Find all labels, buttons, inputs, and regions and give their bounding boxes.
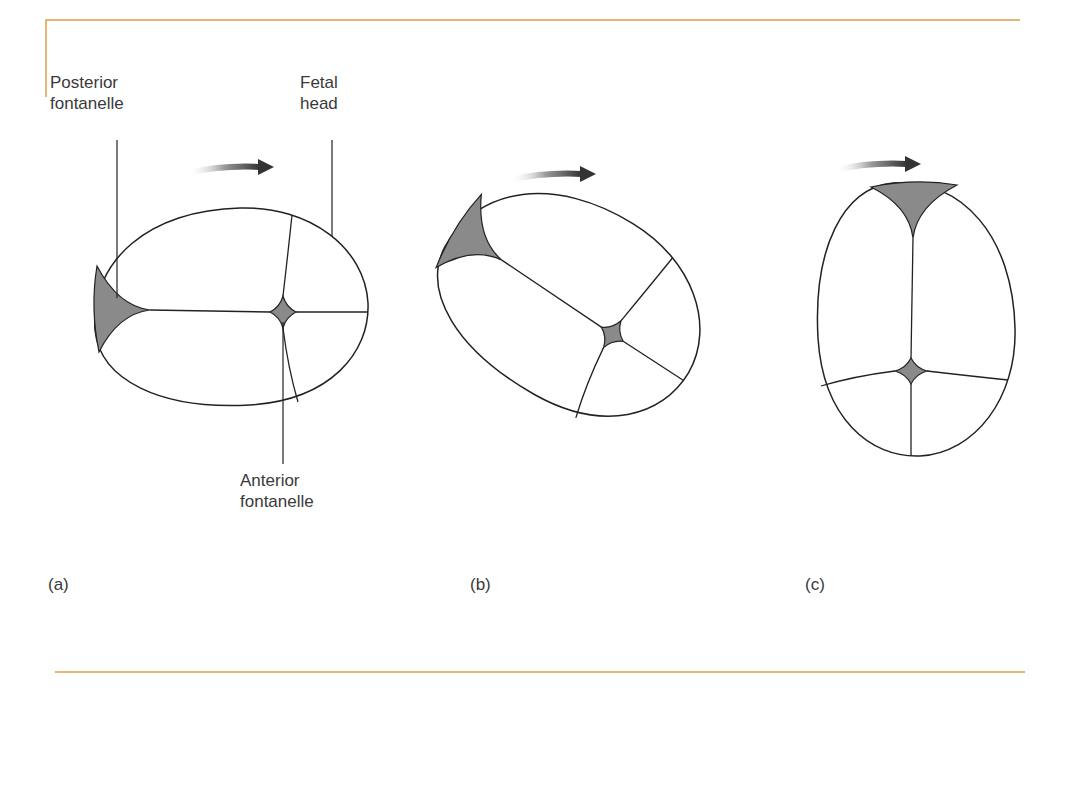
figure-label: (c) xyxy=(805,574,825,595)
figure-label: (b) xyxy=(470,574,491,595)
part-label: Anterior fontanelle xyxy=(240,470,314,512)
fetal-head xyxy=(817,182,1015,456)
part-label: Fetal head xyxy=(300,72,338,114)
leader-line xyxy=(331,140,332,236)
leader-line xyxy=(282,322,283,464)
fetal-head xyxy=(94,208,368,406)
frame-line xyxy=(55,671,1025,673)
rotation-arrow xyxy=(188,159,274,175)
fetal-head xyxy=(403,144,741,459)
frame-line xyxy=(46,20,1020,97)
rotation-arrow xyxy=(510,166,596,182)
part-label: Posterior fontanelle xyxy=(50,72,124,114)
figure-label: (a) xyxy=(48,574,69,595)
leader-line xyxy=(116,140,117,298)
rotation-arrow xyxy=(835,156,921,172)
